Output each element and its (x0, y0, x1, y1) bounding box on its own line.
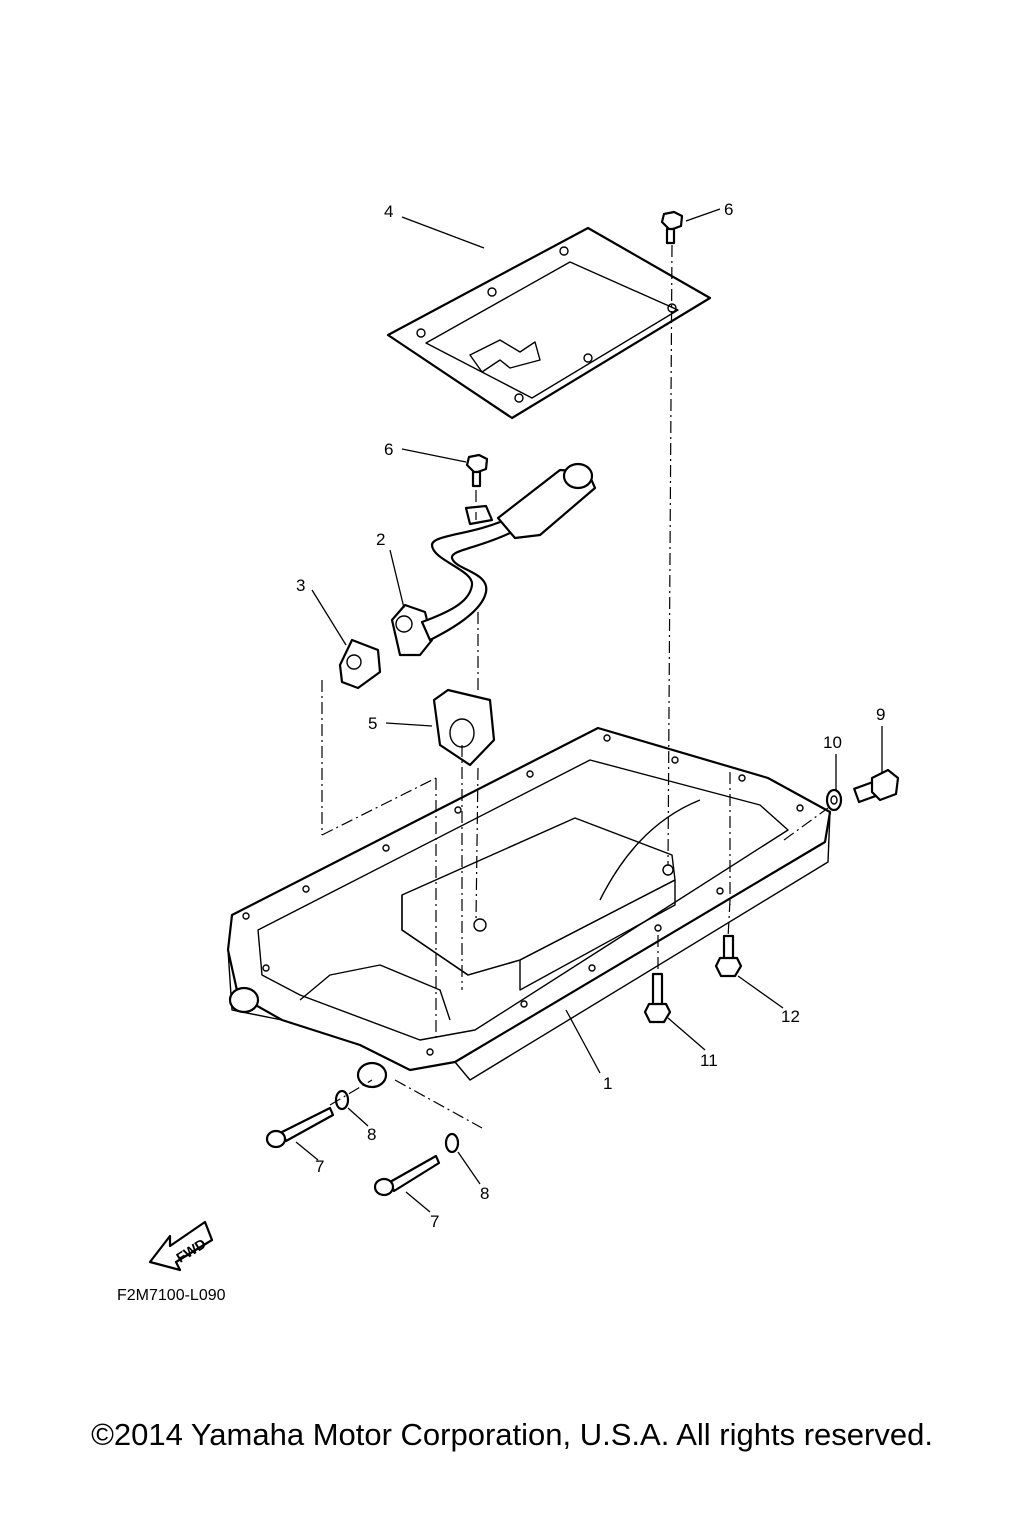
callout-7-left: 7 (315, 1157, 324, 1176)
part-2-strainer-pipe (390, 462, 597, 657)
callout-2: 2 (376, 530, 385, 549)
callout-11: 11 (700, 1051, 718, 1070)
part-9-drain-bolt (853, 768, 900, 804)
callout-8-right: 8 (480, 1184, 489, 1203)
part-10-washer (825, 788, 843, 812)
callout-7-right: 7 (430, 1212, 439, 1231)
callout-5: 5 (368, 714, 377, 733)
part-5-damper (432, 688, 496, 767)
callout-1: 1 (603, 1074, 612, 1093)
part-6-bolt-top (660, 210, 684, 245)
part-7-bolt-left (265, 1106, 335, 1149)
callout-4: 4 (384, 202, 393, 221)
part-6-bolt-middle (465, 453, 489, 488)
part-1-oil-pan (226, 726, 832, 1089)
callout-3: 3 (296, 576, 305, 595)
alignment-lines (321, 244, 829, 1129)
part-4-cover-plate (386, 226, 712, 420)
leader-lines (295, 208, 883, 1213)
callout-9: 9 (876, 705, 885, 724)
callout-6-middle: 6 (384, 440, 393, 459)
part-3-gasket (338, 638, 382, 690)
part-8-washer-right (444, 1132, 460, 1154)
forward-direction-arrow: FWD (148, 1220, 214, 1272)
part-11-bolt (643, 972, 672, 1024)
drawing-code: F2M7100-L090 (117, 1287, 226, 1304)
part-7-bolt-right (373, 1154, 441, 1197)
part-12-bolt (714, 934, 743, 978)
callout-8-left: 8 (367, 1125, 376, 1144)
callout-12: 12 (781, 1007, 800, 1026)
callout-10: 10 (823, 733, 842, 752)
copyright-notice: ©2014 Yamaha Motor Corporation, U.S.A. A… (91, 1417, 933, 1452)
callout-6-top: 6 (724, 200, 733, 219)
